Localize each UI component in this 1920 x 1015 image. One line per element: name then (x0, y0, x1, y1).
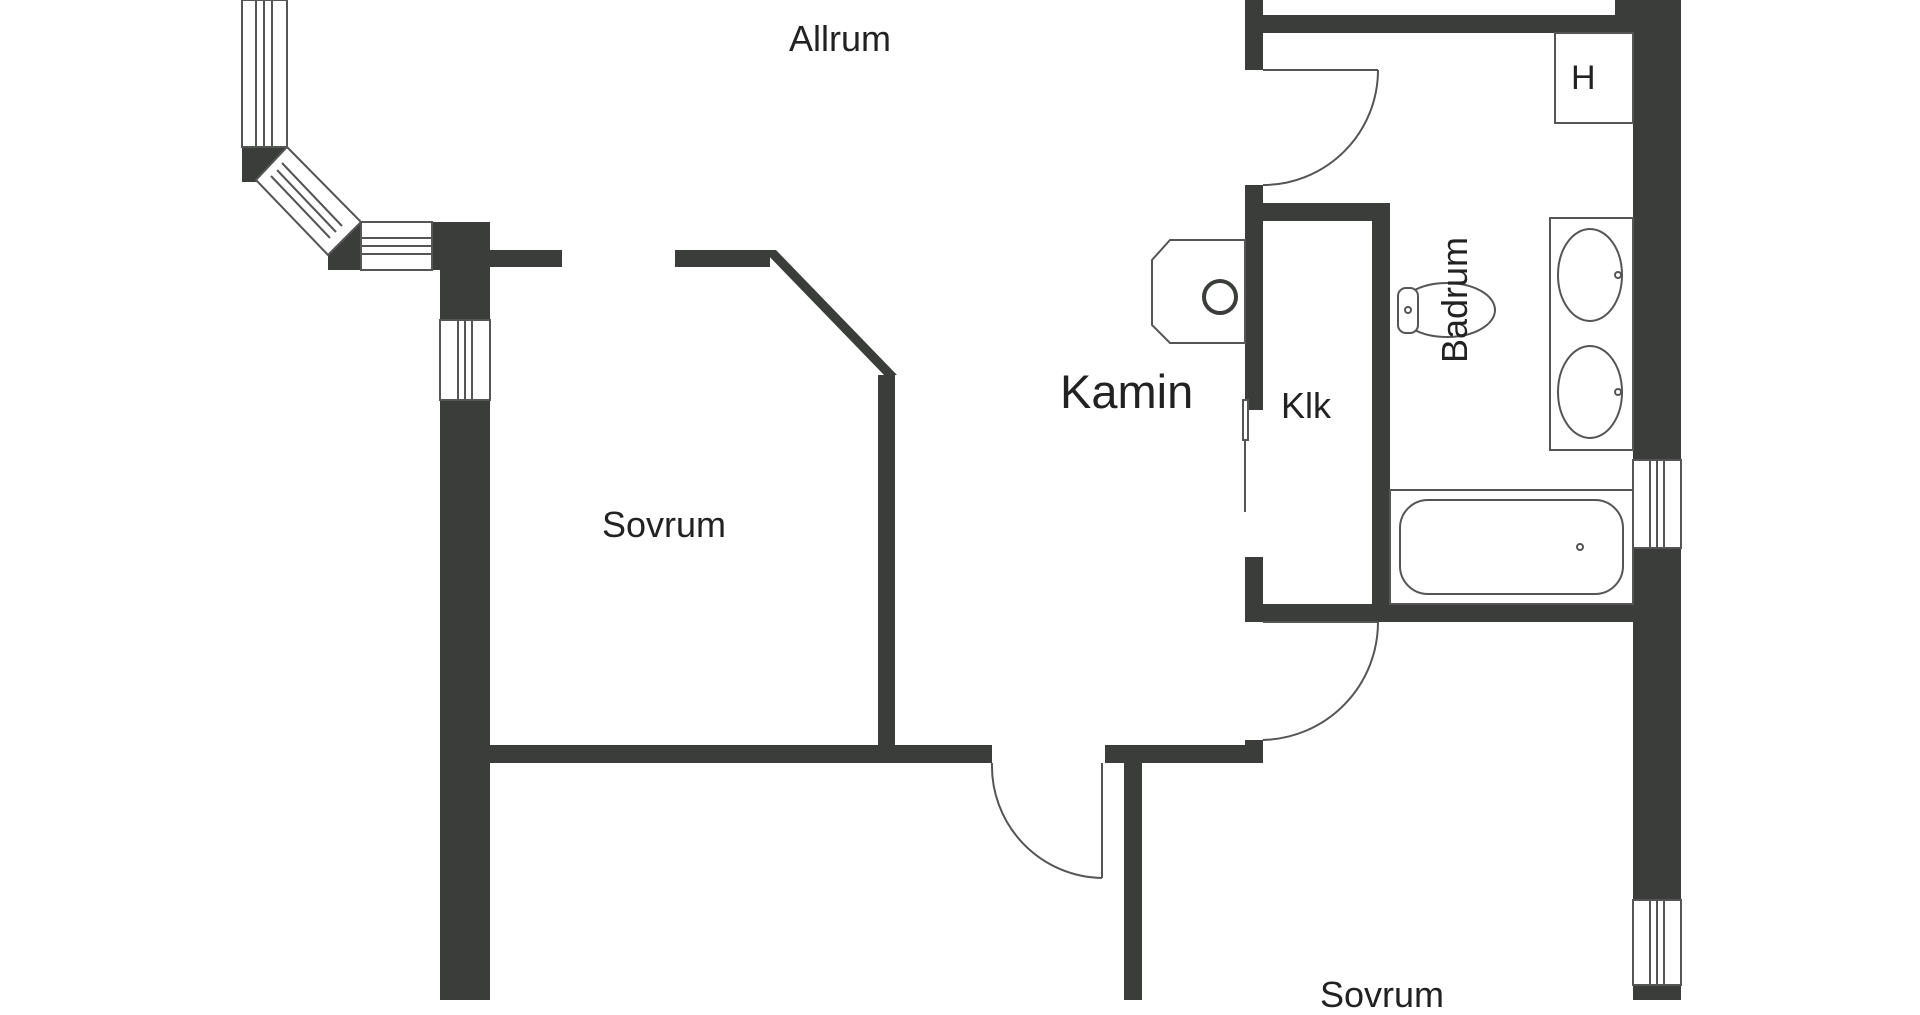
wall-lower-right-left (1124, 760, 1142, 1000)
walls (242, 0, 1681, 1000)
wall-stub-top-left (490, 250, 562, 267)
label-h: H (1571, 59, 1596, 97)
sink-icon (1549, 217, 1634, 451)
wall-corner-post (1245, 740, 1263, 763)
room-label-kamin: Kamin (1060, 365, 1194, 418)
door-swing-icon (990, 69, 1379, 879)
room-label-badrum: Badrum (1434, 236, 1475, 364)
bay-post-right (432, 222, 490, 270)
room-label-allrum: Allrum (789, 18, 892, 59)
wall-bath-bottom (1263, 604, 1633, 622)
heater-box (1554, 32, 1634, 124)
wall-bedroom-diagonal (763, 250, 897, 375)
wall-closet-right (1372, 203, 1390, 610)
toilet-icon (1397, 282, 1496, 338)
wall-middle-horizontal (490, 745, 992, 763)
wall-top-corridor-end (1615, 0, 1633, 33)
wall-bedroom-right (878, 375, 895, 750)
wall-right-exterior-2 (1633, 548, 1681, 900)
wall-left-exterior-lower (440, 400, 490, 1000)
room-label-sovrum-right: Sovrum (1320, 974, 1445, 1015)
wall-lower-right-top (1105, 745, 1263, 763)
room-label-klk: Klk (1281, 385, 1332, 426)
wall-right-exterior-3 (1633, 985, 1681, 1000)
wall-hall-right-low (1245, 557, 1263, 622)
wall-top-corridor (1263, 15, 1633, 33)
wall-bedroom-top (675, 250, 770, 267)
wall-right-exterior-1 (1633, 0, 1681, 460)
fireplace-icon (1151, 239, 1246, 344)
wall-hall-right-top (1245, 0, 1263, 70)
bathtub-icon (1389, 489, 1634, 605)
room-label-sovrum-left: Sovrum (602, 504, 727, 545)
window-icon (241, 0, 1682, 986)
wall-hall-right-mid (1245, 185, 1263, 410)
wall-closet-top (1263, 203, 1390, 221)
